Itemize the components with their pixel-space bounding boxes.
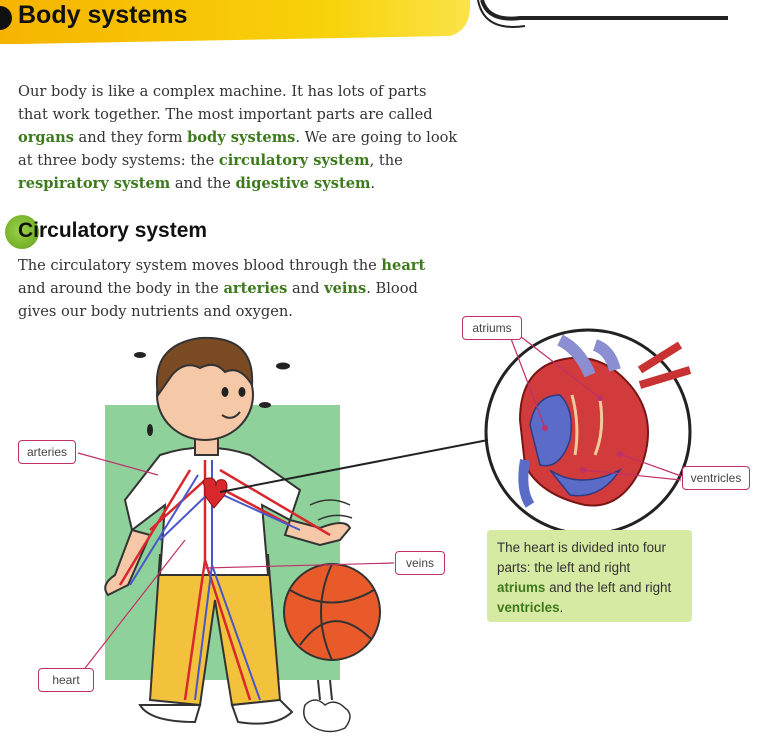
heart-caption: The heart is divided into four parts: th…: [487, 530, 692, 622]
intro-text-6: .: [370, 175, 376, 192]
keyword-ventricles: ventricles: [497, 600, 560, 615]
section-paragraph: The circulatory system moves blood throu…: [18, 254, 448, 323]
intro-text-3: . We are going to look at three body sys…: [18, 129, 458, 169]
intro-text-1: Our body is like a complex machine. It h…: [18, 83, 433, 123]
label-atriums: atriums: [462, 316, 522, 340]
section-title: Circulatory system: [18, 219, 208, 242]
caption-text-3: .: [559, 600, 564, 615]
label-ventricles: ventricles: [682, 466, 750, 490]
keyword-organs: organs: [18, 129, 74, 146]
section-text-3: and: [287, 280, 325, 297]
keyword-heart: heart: [381, 257, 426, 274]
intro-text-5: and the: [170, 175, 236, 192]
header-banner: Body systems: [0, 0, 728, 44]
intro-text-4: , the: [369, 152, 403, 169]
intro-text-2: and they form: [73, 129, 188, 146]
caption-text-2: and the left and right: [545, 580, 672, 595]
section-text-2: and around the body in the: [18, 280, 224, 297]
label-leader-lines: [77, 335, 682, 673]
page-title: Body systems: [18, 1, 188, 29]
heart-closeup: [484, 328, 692, 536]
basketball-icon: [283, 499, 381, 733]
zoom-connector: [219, 439, 489, 493]
caption-text-1: The heart is divided into four parts: th…: [497, 540, 666, 575]
keyword-arteries: arteries: [223, 280, 288, 297]
keyword-veins: veins: [324, 280, 367, 297]
keyword-circulatory-system: circulatory system: [218, 152, 370, 169]
keyword-body-systems: body systems: [187, 129, 296, 146]
keyword-respiratory-system: respiratory system: [18, 175, 171, 192]
section-text-1: The circulatory system moves blood throu…: [18, 257, 382, 274]
label-veins: veins: [395, 551, 445, 575]
section-text-4: . Blood gives our body nutrients and oxy…: [18, 280, 418, 320]
keyword-atriums: atriums: [497, 580, 546, 595]
boy-figure: [104, 336, 352, 725]
label-heart: heart: [38, 668, 94, 692]
section-bullet-icon: [5, 215, 39, 249]
label-arteries: arteries: [18, 440, 76, 464]
keyword-digestive-system: digestive system: [235, 175, 371, 192]
intro-paragraph: Our body is like a complex machine. It h…: [18, 80, 458, 195]
banner-shape: [0, 0, 728, 44]
